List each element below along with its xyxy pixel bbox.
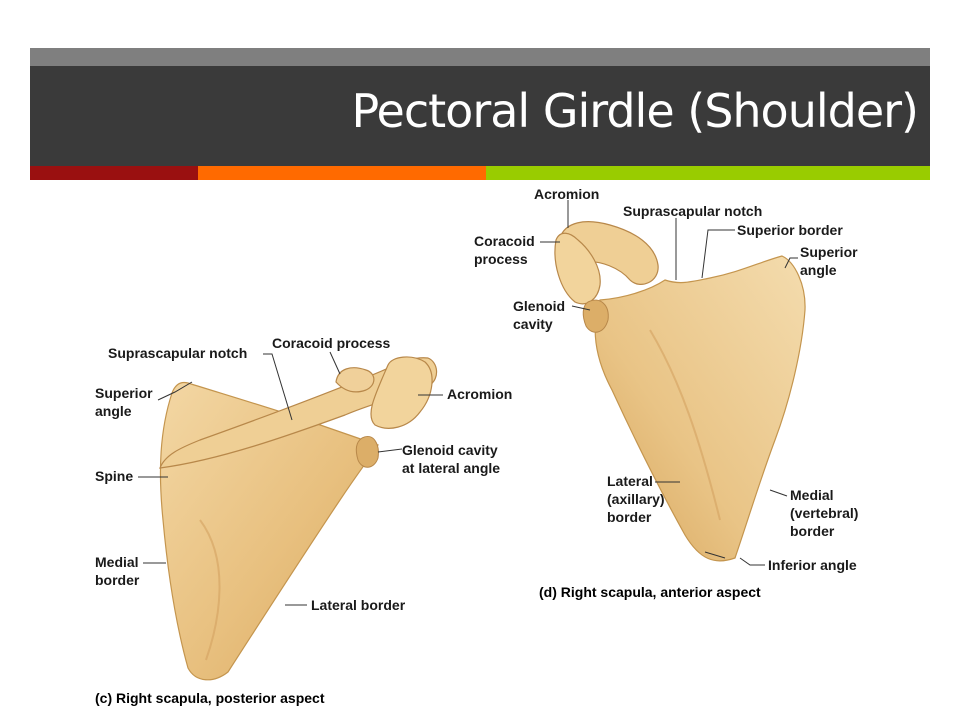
- anterior-glenoid-shape: [582, 299, 609, 333]
- label-superior-angle-d-1: Superior: [800, 244, 858, 260]
- leader-superior-angle-d: [784, 257, 798, 269]
- label-glenoid-c-2: at lateral angle: [402, 460, 500, 476]
- label-medial-border-d-2: (vertebral): [790, 505, 858, 521]
- label-lateral-border-c: Lateral border: [311, 597, 406, 613]
- label-glenoid-d-1: Glenoid: [513, 298, 565, 314]
- anterior-acromion-shape: [554, 232, 601, 305]
- posterior-fossa-shading: [199, 519, 221, 661]
- posterior-leader-lines: [138, 351, 443, 606]
- accent-bar-red: [30, 166, 198, 180]
- anterior-leader-lines: [540, 200, 798, 566]
- label-suprascapular-notch-d: Suprascapular notch: [623, 203, 762, 219]
- leader-coracoid-c: [329, 351, 341, 375]
- label-medial-border-d-1: Medial: [790, 487, 834, 503]
- label-lateral-border-d-2: (axillary): [607, 491, 665, 507]
- caption-posterior: (c) Right scapula, posterior aspect: [95, 690, 325, 706]
- label-superior-angle-d-2: angle: [800, 262, 837, 278]
- anterior-scapula-body: [594, 255, 806, 562]
- leader-medial-border-d: [769, 489, 788, 497]
- label-glenoid-d-2: cavity: [513, 316, 553, 332]
- label-glenoid-c-1: Glenoid cavity: [402, 442, 498, 458]
- posterior-glenoid-shape: [355, 436, 379, 468]
- posterior-coracoid-shape: [335, 367, 375, 393]
- slide-title: Pectoral Girdle (Shoulder): [351, 84, 919, 138]
- leader-superior-angle-c: [157, 381, 193, 401]
- label-lateral-border-d-1: Lateral: [607, 473, 653, 489]
- label-medial-border-c-1: Medial: [95, 554, 139, 570]
- leader-glenoid-c: [377, 448, 403, 453]
- label-lateral-border-d-3: border: [607, 509, 652, 525]
- label-spine-c: Spine: [95, 468, 133, 484]
- label-medial-border-d-3: border: [790, 523, 835, 539]
- label-acromion-c: Acromion: [447, 386, 512, 402]
- label-acromion-d: Acromion: [534, 186, 599, 202]
- label-suprascapular-notch-c: Suprascapular notch: [108, 345, 247, 361]
- caption-anterior: (d) Right scapula, anterior aspect: [539, 584, 761, 600]
- posterior-acromion-shape: [370, 356, 433, 429]
- anterior-ridge-shading: [649, 329, 721, 521]
- label-superior-border-d: Superior border: [737, 222, 843, 238]
- label-medial-border-c-2: border: [95, 572, 140, 588]
- label-coracoid-process-c: Coracoid process: [272, 335, 390, 351]
- leader-glenoid-d: [571, 305, 591, 311]
- anterior-scapula-illustration: [554, 221, 806, 562]
- label-coracoid-d-1: Coracoid: [474, 233, 535, 249]
- title-bar: Pectoral Girdle (Shoulder): [30, 66, 930, 166]
- accent-bar-orange: [198, 166, 486, 180]
- label-coracoid-d-2: process: [474, 251, 528, 267]
- label-superior-angle-c-1: Superior: [95, 385, 153, 401]
- posterior-scapula-illustration: [159, 356, 438, 681]
- leader-inferior-angle-d: [704, 551, 765, 566]
- leader-superior-border-d: [701, 229, 735, 279]
- label-superior-angle-c-2: angle: [95, 403, 132, 419]
- accent-bar-green: [486, 166, 930, 180]
- label-inferior-angle-d: Inferior angle: [768, 557, 857, 573]
- top-strip: [30, 48, 930, 66]
- leader-suprascapular-notch-c: [263, 353, 293, 421]
